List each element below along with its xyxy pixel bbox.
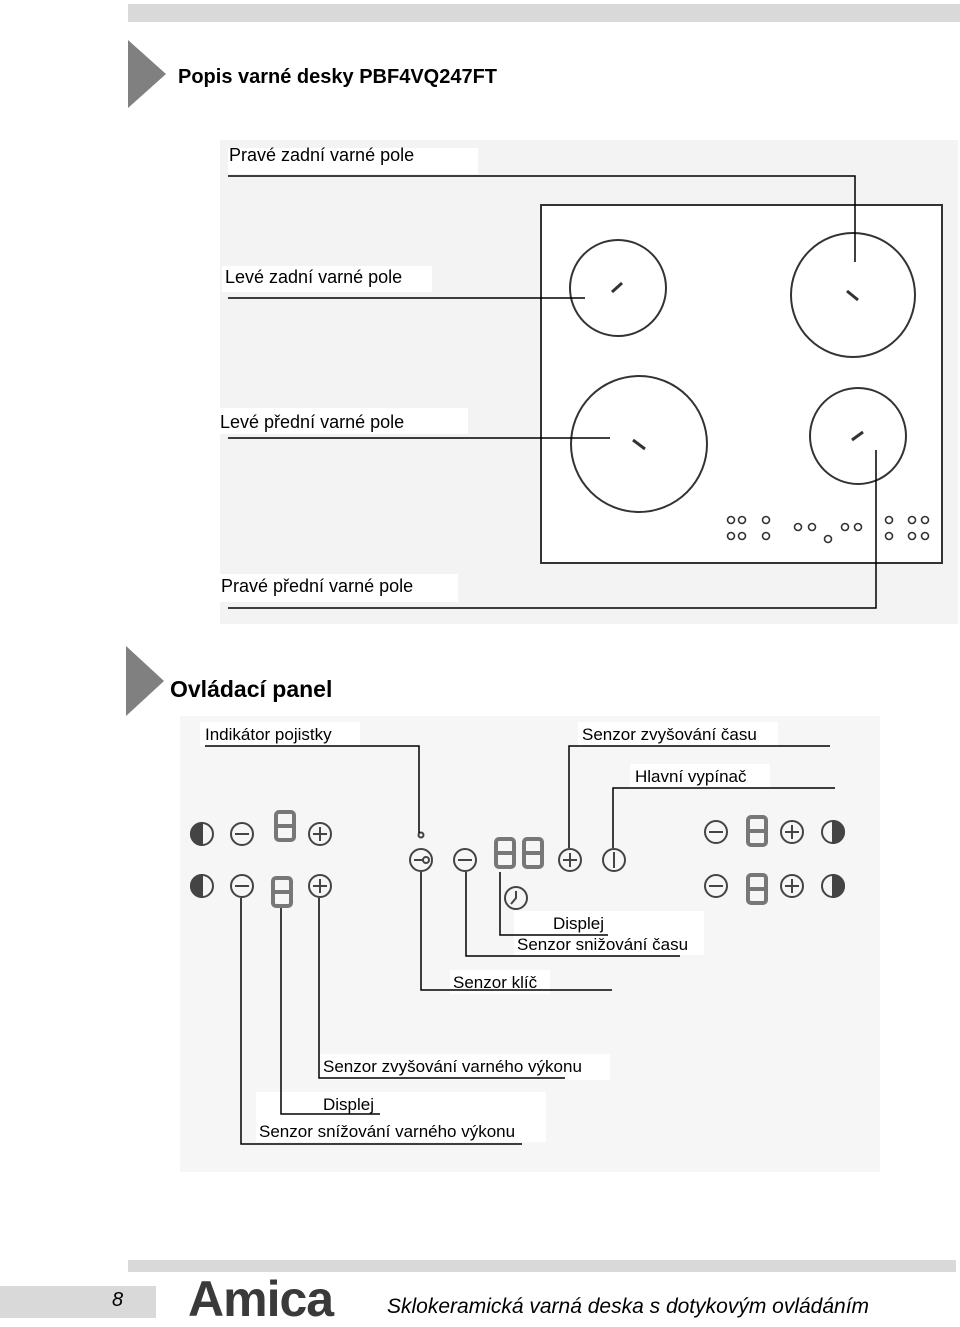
- label-power-decrease-sensor: Senzor snížování varného výkonu: [259, 1122, 516, 1141]
- plus-icon: [780, 874, 804, 898]
- label-key-sensor: Senzor klíč: [453, 973, 538, 992]
- label-right-rear-zone: Pravé zadní varné pole: [229, 145, 415, 165]
- label-timer-display: Displej: [553, 914, 605, 933]
- label-fuse-indicator: Indikátor pojistky: [205, 725, 332, 744]
- section-title-control-panel: Ovládací panel: [170, 676, 333, 702]
- clock-icon: [504, 886, 528, 910]
- minus-icon: [230, 874, 254, 898]
- label-main-switch: Hlavní vypínač: [635, 767, 747, 786]
- right-rear-zone: [790, 232, 916, 358]
- left-front-zone: [570, 375, 708, 513]
- label-time-increase-sensor: Senzor zvyšování času: [582, 725, 757, 744]
- minus-icon: [704, 820, 728, 844]
- plus-icon: [780, 820, 804, 844]
- minus-icon: [704, 874, 728, 898]
- plus-icon: [558, 848, 582, 872]
- key-icon: [409, 848, 433, 872]
- minus-icon: [230, 822, 254, 846]
- power-icon: [602, 848, 626, 872]
- footer-bar: [128, 1260, 956, 1272]
- plus-icon: [308, 822, 332, 846]
- label-power-display: Displej: [323, 1095, 375, 1114]
- left-rear-zone: [569, 239, 667, 337]
- section-arrow-icon: [128, 40, 166, 108]
- label-left-front-zone: Levé přední varné pole: [220, 412, 405, 432]
- plus-icon: [308, 874, 332, 898]
- right-front-zone: [809, 387, 907, 485]
- section-arrow-icon: [126, 646, 164, 716]
- header-bar: [128, 4, 960, 22]
- brand-logo: Amica: [188, 1271, 334, 1327]
- footer-title: Sklokeramická varná deska s dotykovým ov…: [387, 1295, 870, 1318]
- label-power-increase-sensor: Senzor zvyšování varného výkonu: [323, 1057, 582, 1076]
- page-number: 8: [112, 1289, 124, 1311]
- minus-icon: [453, 848, 477, 872]
- label-time-decrease-sensor: Senzor snižování času: [517, 935, 689, 954]
- label-right-front-zone: Pravé přední varné pole: [221, 576, 414, 596]
- page-number-box: [0, 1286, 156, 1318]
- label-left-rear-zone: Levé zadní varné pole: [225, 267, 403, 287]
- section-title-hob: Popis varné desky PBF4VQ247FT: [178, 66, 498, 88]
